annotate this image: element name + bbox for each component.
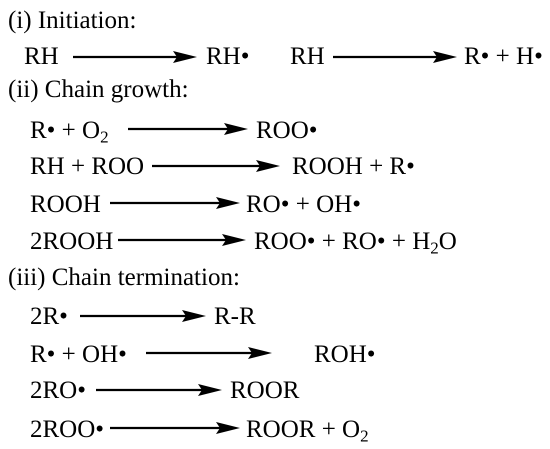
reaction-3-product: ROO• <box>256 117 318 144</box>
reaction-4-arrow <box>152 160 280 172</box>
reaction-10-product: ROOR + O2 <box>246 416 369 446</box>
reaction-7-reactant: 2R• <box>30 303 68 330</box>
reaction-4-reactant: RH + ROO <box>30 153 145 180</box>
section-title-chain-termination: (iii) Chain termination: <box>8 264 240 291</box>
reaction-7-arrow <box>80 310 206 322</box>
reaction-2-reactant: RH <box>290 43 325 70</box>
reaction-9-reactant: 2RO• <box>30 377 86 404</box>
reaction-9-product: ROOR <box>230 377 300 404</box>
reaction-8-reactant: R• + OH• <box>30 341 127 368</box>
reaction-10-reactant: 2ROO• <box>30 416 105 443</box>
reaction-8-product: ROH• <box>314 341 376 368</box>
reaction-9-arrow <box>96 384 222 396</box>
reaction-6-product: ROO• + RO• + H2O <box>254 228 457 258</box>
reaction-8-arrow <box>146 347 272 359</box>
reaction-2-product: R• + H• <box>464 43 543 70</box>
reaction-6-reactant: 2ROOH <box>30 228 114 255</box>
reaction-1-product: RH• <box>206 43 250 70</box>
reaction-3-arrow <box>128 123 248 135</box>
reaction-5-product: RO• + OH• <box>246 191 361 218</box>
reaction-3-reactant: R• + O2 <box>30 117 109 147</box>
section-title-initiation: (i) Initiation: <box>8 7 137 34</box>
reaction-1-arrow <box>73 51 197 63</box>
section-title-chain-growth: (ii) Chain growth: <box>8 76 189 103</box>
reaction-5-reactant: ROOH <box>30 191 101 218</box>
reaction-5-arrow <box>110 197 240 209</box>
reaction-4-product: ROOH + R• <box>292 153 415 180</box>
reaction-1-reactant: RH <box>24 43 59 70</box>
reaction-2-arrow <box>333 51 457 63</box>
reaction-6-arrow <box>118 234 246 246</box>
reaction-10-arrow <box>110 422 240 434</box>
reaction-7-product: R-R <box>214 303 256 330</box>
